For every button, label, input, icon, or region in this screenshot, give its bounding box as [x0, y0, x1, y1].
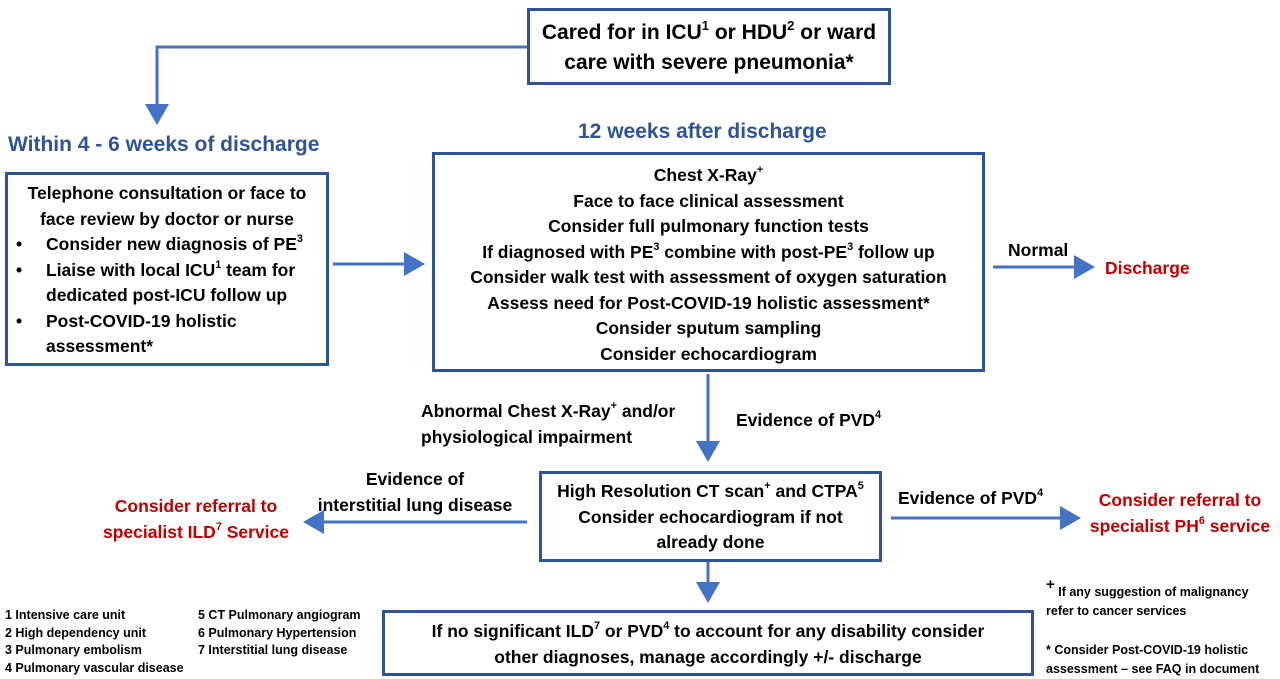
center-heading: 12 weeks after discharge	[578, 120, 827, 143]
center-box: Chest X-Ray+ Face to face clinical asses…	[432, 152, 985, 372]
hrct-line1: High Resolution CT scan+ and CTPA5	[557, 480, 864, 501]
pvd-label-center: Evidence of PVD4	[736, 409, 882, 430]
top-box-line2: care with severe pneumonia*	[564, 51, 854, 74]
bullet-new-diagnosis-pe: Consider new diagnosis of PE3	[8, 232, 326, 258]
center-line-face-to-face: Face to face clinical assessment	[573, 190, 844, 211]
normal-label: Normal	[1008, 240, 1069, 260]
ild-referral: Consider referral to specialist ILD7 Ser…	[103, 496, 289, 542]
arrow-top-to-left	[145, 45, 527, 125]
hrct-box: High Resolution CT scan+ and CTPA5 Consi…	[539, 471, 882, 562]
pvd-label-right: Evidence of PVD4	[898, 487, 1044, 508]
legend-item: 1 Intensive care unit	[5, 608, 126, 622]
hrct-line3: already done	[656, 532, 765, 552]
discharge-label: Discharge	[1105, 258, 1190, 278]
legend-abbreviations-1: 1 Intensive care unit 2 High dependency …	[5, 607, 184, 677]
footnote-plus: + If any suggestion of malignancy refer …	[1046, 576, 1249, 618]
legend-item: 3 Pulmonary embolism	[5, 643, 142, 657]
footnote-star: * Consider Post-COVID-19 holistic assess…	[1046, 643, 1260, 676]
bottom-line2: other diagnoses, manage accordingly +/- …	[494, 646, 922, 667]
legend-item: 7 Interstitial lung disease	[198, 643, 348, 657]
legend-item: 6 Pulmonary Hypertension	[198, 625, 357, 640]
bottom-line1: If no significant ILD7 or PVD4 to accoun…	[431, 620, 985, 641]
abnormal-label: Abnormal Chest X-Ray+ and/or physiologic…	[421, 400, 676, 447]
left-heading: Within 4 - 6 weeks of discharge	[8, 133, 320, 156]
center-line-holistic: Assess need for Post-COVID-19 holistic a…	[487, 292, 930, 313]
center-line-pe: If diagnosed with PE3 combine with post-…	[482, 240, 935, 262]
ph-referral: Consider referral to specialist PH6 serv…	[1089, 490, 1271, 536]
center-line-sputum: Consider sputum sampling	[595, 318, 822, 338]
left-box-intro-2: face review by doctor or nurse	[40, 208, 294, 229]
legend-item: 4 Pulmonary vascular disease	[5, 660, 184, 675]
bullet-liaise-icu: Liaise with local ICU1 team fordedicated…	[8, 258, 326, 309]
center-line-chest-xray: Chest X-Ray+	[653, 164, 764, 185]
center-line-walk-test: Consider walk test with assessment of ox…	[470, 267, 947, 287]
ild-evidence-label: Evidence of interstitial lung disease	[317, 469, 513, 515]
hrct-line2: Consider echocardiogram if not	[578, 506, 843, 527]
top-box: Cared for in ICU1 or HDU2 or ward care w…	[527, 8, 891, 85]
center-line-echo: Consider echocardiogram	[600, 343, 817, 364]
center-line-pft: Consider full pulmonary function tests	[548, 216, 869, 236]
legend-abbreviations-2: 5 CT Pulmonary angiogram 6 Pulmonary Hyp…	[198, 607, 361, 660]
legend-item: 2 High dependency unit	[5, 625, 146, 640]
top-box-line1: Cared for in ICU1 or HDU2 or ward	[541, 17, 877, 44]
bottom-box: If no significant ILD7 or PVD4 to accoun…	[382, 610, 1034, 676]
left-box: Telephone consultation or face to face r…	[5, 172, 329, 366]
left-box-intro-1: Telephone consultation or face to	[27, 183, 307, 203]
legend-item: 5 CT Pulmonary angiogram	[198, 608, 361, 622]
